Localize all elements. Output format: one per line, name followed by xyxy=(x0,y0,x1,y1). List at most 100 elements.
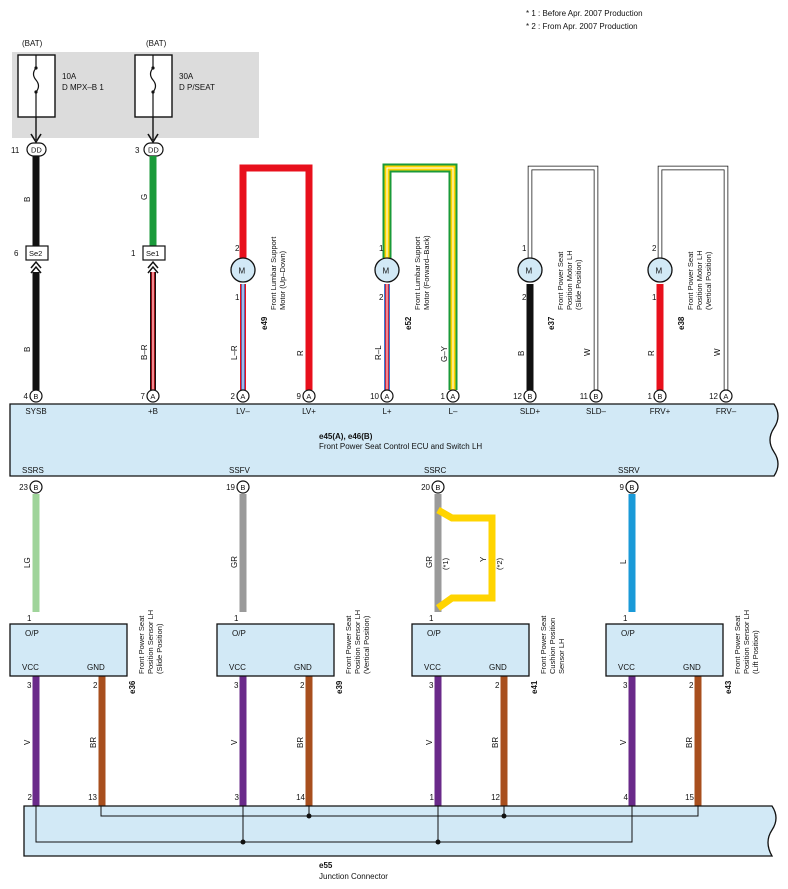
arrow-down-icon xyxy=(147,133,159,144)
motor-e49 xyxy=(230,257,256,283)
motor-e52-pin-2: 2 xyxy=(379,293,384,302)
wire-g-label: G xyxy=(140,194,149,200)
sensor-desc-3: (Vertical Position) xyxy=(362,615,371,674)
junction-body xyxy=(23,805,777,857)
junction-pin-number: 14 xyxy=(296,793,305,802)
junction-pin-number: 12 xyxy=(491,793,500,802)
ecu-bottom-pin-name: SSRC xyxy=(424,466,446,475)
ecu-name: Front Power Seat Control ECU and Switch … xyxy=(319,442,482,451)
ecu-bottom-pin-name: SSRV xyxy=(618,466,640,475)
sensor-vcc-wire-label: V xyxy=(619,739,628,745)
double-chevron-icon xyxy=(147,260,159,274)
legend: * 1 : Before Apr. 2007 Production * 2 : … xyxy=(526,9,643,31)
ecu-bottom-pin-circle xyxy=(431,480,445,494)
dd-1-label: DD xyxy=(31,146,42,155)
motor-e52-wire-2: G–Y xyxy=(440,345,449,362)
motor-e52-code: e52 xyxy=(404,316,413,330)
bat-label-1: (BAT) xyxy=(22,39,43,48)
fuse-2-name: D P/SEAT xyxy=(179,83,215,92)
junction-pin-number: 3 xyxy=(235,793,240,802)
sensor-vcc-label: VCC xyxy=(229,663,246,672)
ecu-top-pin-circle xyxy=(719,389,733,403)
junction-code: e55 xyxy=(319,861,333,870)
ecu-top-pin-number: 9 xyxy=(297,392,302,401)
sensor-vcc-pin: 3 xyxy=(429,681,434,690)
ecu-bottom-pin-circle xyxy=(236,480,250,494)
motor-e38-desc-1: Front Power Seat xyxy=(686,251,695,310)
ecu-top-pin-circle xyxy=(29,389,43,403)
fuse-1-name: D MPX–B 1 xyxy=(62,83,104,92)
dd-2-pin: 3 xyxy=(135,146,140,155)
ecu-top-pin-number: 1 xyxy=(648,392,653,401)
sensor-vcc-pin: 3 xyxy=(234,681,239,690)
motor-circuits: M 2 1 e49 Front Lumbar Support Motor (Up… xyxy=(230,163,729,390)
sensor-desc-2: Position Sensor LH xyxy=(353,610,362,674)
ecu-top-pin-number: 4 xyxy=(24,392,29,401)
wire-gr-1-label: GR xyxy=(230,556,239,568)
se2-label: Se2 xyxy=(29,249,42,258)
sensor-vcc-label: VCC xyxy=(424,663,441,672)
sensor-desc-3: (Lift Position) xyxy=(751,630,760,674)
motor-e37-pin-2: 2 xyxy=(522,293,527,302)
sensor-vcc-wire-label: V xyxy=(23,739,32,745)
sensor-vcc-label: VCC xyxy=(618,663,635,672)
sensor-gnd-wire-label: BR xyxy=(685,737,694,748)
motor-e38-pin-1: 2 xyxy=(652,244,657,253)
sensor-body xyxy=(216,623,335,677)
ecu-bottom-pin-number: 9 xyxy=(620,483,625,492)
sensor-vcc-wire-label: V xyxy=(425,739,434,745)
se1-connector xyxy=(142,245,166,261)
sensor-gnd-wire-label: BR xyxy=(296,737,305,748)
sensor-op-pin: 1 xyxy=(27,614,32,623)
sensor-gnd-wire-label: BR xyxy=(89,737,98,748)
ecu-bottom-pin-circle xyxy=(625,480,639,494)
junction-pin-number: 13 xyxy=(88,793,97,802)
se1-pin: 1 xyxy=(131,249,136,258)
junction-pin-number: 2 xyxy=(28,793,33,802)
ecu-top-pin-connector: A xyxy=(384,392,389,401)
junction-gnd-bus xyxy=(100,806,699,817)
ecu-bottom-pin-number: 20 xyxy=(421,483,430,492)
dd-2-label: DD xyxy=(148,146,159,155)
wire-gr-2-label: GR xyxy=(425,556,434,568)
wire-y-label: Y xyxy=(479,556,488,562)
ecu-top-pin-name: SLD+ xyxy=(520,407,541,416)
ecu-top-pins: B4SYSBA7+BA2LV–A9LV+A10L+A1L–B12SLD+B11S… xyxy=(24,389,737,416)
ecu-top-pin-circle xyxy=(146,389,160,403)
motor-e52-pin-1: 1 xyxy=(379,244,384,253)
ecu-top-pin-name: SLD– xyxy=(586,407,607,416)
sensor-desc-2: Cushion Position xyxy=(548,618,557,674)
motor-e38-wire-2: W xyxy=(713,348,722,356)
sensor-gnd-label: GND xyxy=(683,663,701,672)
ecu-bottom-pin-number: 23 xyxy=(19,483,28,492)
ecu-bottom-pin-name: SSFV xyxy=(229,466,251,475)
ecu-bottom-pin-connector: B xyxy=(33,483,38,492)
motor-e52-wire-1: R–L xyxy=(374,345,383,360)
sensor-signal-wires: LG GR GR (*1) Y (*2) L xyxy=(23,494,636,612)
ecu-top-pin-circle xyxy=(236,389,250,403)
motor-e37-wire-2: W xyxy=(583,348,592,356)
sensor-gnd-label: GND xyxy=(489,663,507,672)
sensor-gnd-pin: 2 xyxy=(300,681,305,690)
ecu-top-pin-circle xyxy=(653,389,667,403)
wire-b-lower-label: B xyxy=(23,347,32,352)
fuse-1-icon xyxy=(32,55,40,117)
sensor-op-label: O/P xyxy=(25,629,39,638)
power-wires: B G 6 Se2 1 Se1 B B–R xyxy=(14,156,166,390)
motor-e38-code: e38 xyxy=(677,316,686,330)
motor-e37-m: M xyxy=(526,267,533,276)
sensor-desc-1: Front Power Seat xyxy=(137,615,146,674)
ecu-top-pin-connector: A xyxy=(240,392,245,401)
sensor-gnd-wire-label: BR xyxy=(491,737,500,748)
motor-e49-code: e49 xyxy=(260,316,269,330)
motor-e37 xyxy=(517,257,543,283)
motor-e38-m: M xyxy=(656,267,663,276)
sensor-code: e39 xyxy=(335,680,344,694)
motor-e38-pin-2: 1 xyxy=(652,293,657,302)
sensor-desc-1: Front Power Seat xyxy=(344,615,353,674)
ecu-top-pin-name: FRV+ xyxy=(650,407,671,416)
